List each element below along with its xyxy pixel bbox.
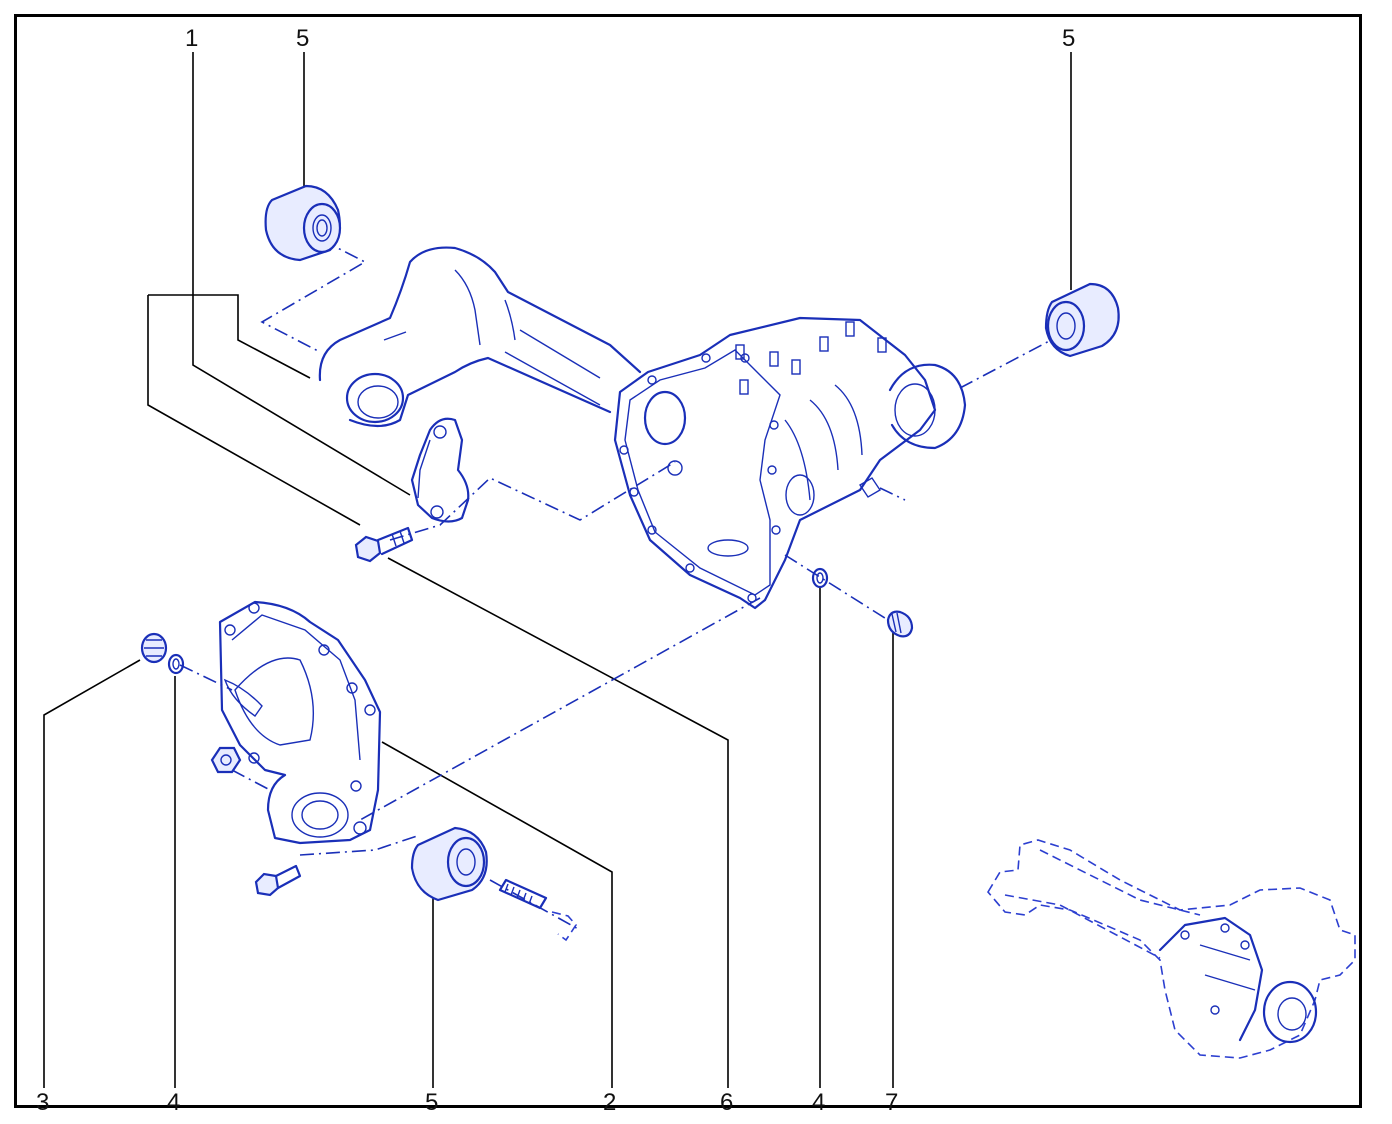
bushing-bottom xyxy=(410,826,488,902)
leader-1-to-arm xyxy=(148,294,311,379)
leader-1-to-bolt xyxy=(147,295,361,526)
bolt-6 xyxy=(354,526,414,563)
callout-1-top: 1 xyxy=(185,25,198,52)
mounting-bracket xyxy=(410,417,470,523)
rear-cover xyxy=(218,600,382,845)
flange-nut xyxy=(210,746,242,774)
callout-4-right: 4 xyxy=(812,1089,825,1116)
assembly-line-bolt xyxy=(389,461,676,541)
leader-3 xyxy=(43,659,141,1088)
assembly-line-plug xyxy=(784,554,889,621)
leader-6 xyxy=(387,557,729,1088)
callout-7: 7 xyxy=(885,1089,898,1116)
assembly-line-drain-plug xyxy=(179,664,233,691)
assembly-lines xyxy=(179,239,1056,931)
threaded-stud xyxy=(498,878,578,942)
assembly-line-lower xyxy=(299,834,421,856)
callout-3: 3 xyxy=(36,1089,49,1116)
assembly-line-right-bushing xyxy=(959,337,1056,389)
bushing-top-right xyxy=(1044,282,1120,358)
callout-4-left: 4 xyxy=(167,1089,180,1116)
assembly-line-cover xyxy=(359,597,761,821)
drain-plug-3 xyxy=(140,632,168,664)
assembly-line-nut xyxy=(231,769,271,791)
leader-lines xyxy=(43,52,1072,1088)
callout-5-top-left: 5 xyxy=(296,25,309,52)
leader-2 xyxy=(381,741,613,1088)
callout-2: 2 xyxy=(603,1089,616,1116)
callout-6: 6 xyxy=(720,1089,733,1116)
assembly-line-stud xyxy=(489,879,581,931)
washer-4-right xyxy=(811,567,829,589)
washer-4-left xyxy=(167,653,185,675)
fill-plug-7 xyxy=(886,610,914,638)
lower-bolt xyxy=(254,864,302,897)
bushing-top-left xyxy=(264,184,342,262)
location-thumbnail xyxy=(987,839,1356,1059)
leader-1-to-bracket xyxy=(192,52,411,496)
diagram-frame xyxy=(14,14,1362,1108)
differential-carrier xyxy=(318,246,967,610)
assembly-line-top-bushing xyxy=(260,239,367,353)
callout-5-top-right: 5 xyxy=(1062,25,1075,52)
callout-5-bottom: 5 xyxy=(425,1089,438,1116)
